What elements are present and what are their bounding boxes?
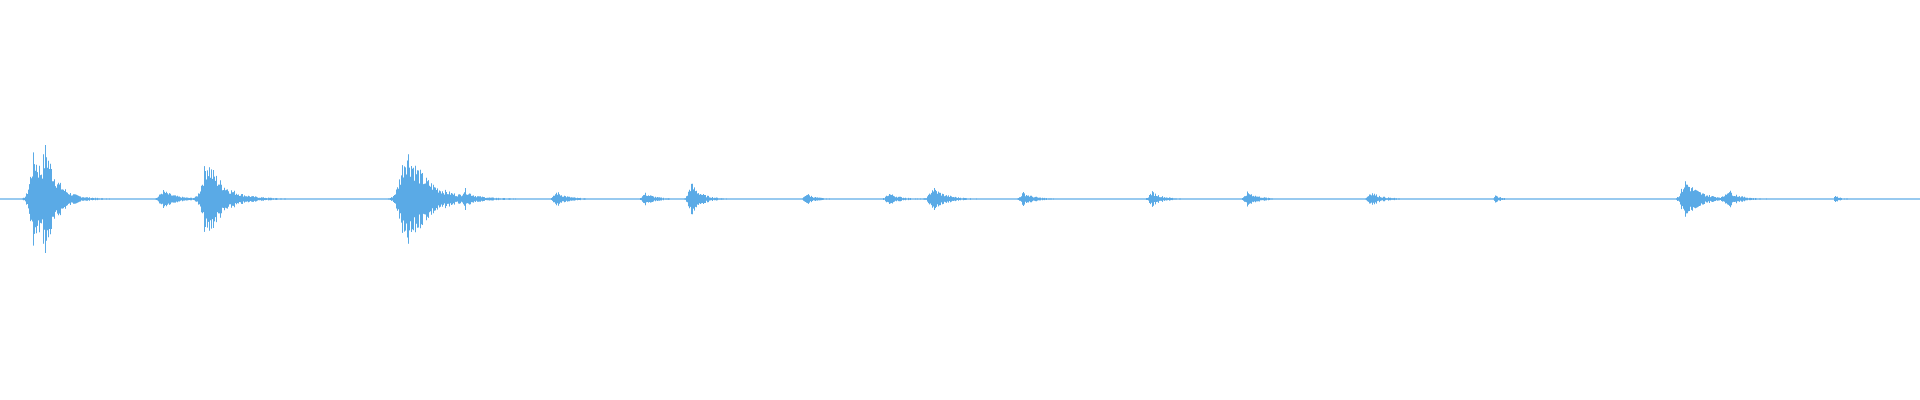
waveform-path xyxy=(0,145,1920,253)
